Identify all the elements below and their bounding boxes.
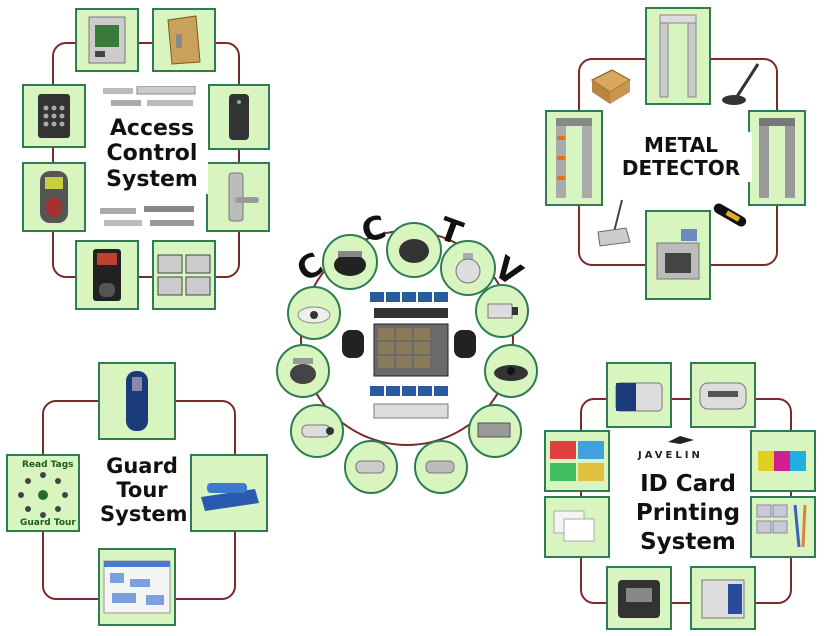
- ground-detector: [720, 60, 770, 108]
- blank-cards-tile: [544, 496, 610, 558]
- title-line: Printing: [635, 499, 741, 526]
- access-control-ring: [52, 42, 240, 278]
- guard-baton-tile: [98, 362, 176, 440]
- access-panel-tile: [75, 8, 139, 72]
- door-frame-right-tile: [748, 110, 806, 206]
- card-reader-tile: [208, 84, 270, 150]
- card-printer-2-tile: [690, 362, 756, 428]
- title-line: Control: [106, 141, 198, 167]
- maglock-products: [103, 86, 198, 110]
- access-control-title: Access Control System: [96, 114, 208, 194]
- title-line: System: [100, 502, 188, 527]
- flat-dome-camera: [484, 344, 538, 398]
- walkthrough-gate-tile: [645, 7, 711, 105]
- title-line: METAL: [644, 133, 718, 157]
- housing-camera: [468, 404, 522, 458]
- dome-camera-1: [322, 234, 378, 290]
- id-cards-tile: [544, 430, 610, 492]
- under-vehicle-detector: [592, 198, 636, 248]
- title-line: System: [106, 166, 198, 192]
- card-printer-3-tile: [606, 566, 672, 630]
- title-line: Access: [109, 116, 195, 141]
- guard-tour-label: Guard Tour: [20, 518, 76, 528]
- door-frame-left-tile: [545, 110, 603, 206]
- ptz-camera: [440, 240, 496, 296]
- guard-software-tile: [98, 548, 176, 626]
- title-line: Tour: [116, 478, 168, 503]
- lanyards-accessories-tile: [750, 496, 816, 558]
- read-tags-label: Read Tags: [22, 460, 74, 470]
- card-printer-1-tile: [606, 362, 672, 428]
- ribbons-tile: [750, 430, 816, 492]
- dome-camera-2: [386, 222, 442, 278]
- bullet-camera-3: [414, 440, 468, 494]
- title-line: Guard: [106, 454, 178, 478]
- keypad-reader-tile: [22, 84, 86, 148]
- title-line: ID Card: [640, 471, 736, 497]
- fingerprint-reader-tile: [22, 162, 86, 232]
- control-software-tile: [152, 240, 216, 310]
- guard-tour-title: Guard Tour System: [96, 452, 188, 529]
- time-attendance-tile: [75, 240, 139, 310]
- bullet-camera-2: [344, 440, 398, 494]
- docking-station-tile: [190, 454, 268, 532]
- dvr-center-panel: [340, 290, 480, 438]
- door-handle-lock-tile: [206, 162, 270, 232]
- vandal-dome-camera: [276, 344, 330, 398]
- title-line: System: [640, 528, 736, 555]
- door-lock-tile: [152, 8, 216, 72]
- parcel-detector: [588, 66, 634, 106]
- handheld-wand-detector: [710, 200, 750, 232]
- javelin-logo: [666, 432, 696, 448]
- xray-scanner-tile: [645, 210, 711, 300]
- id-card-title: ID Card Printing System: [628, 468, 748, 559]
- metal-detector-title: METAL DETECTOR: [610, 132, 752, 182]
- bullet-camera-1: [290, 404, 344, 458]
- bracket-products: [100, 204, 200, 232]
- read-tags-tile: [6, 454, 80, 532]
- title-line: DETECTOR: [621, 156, 741, 180]
- ceiling-camera: [287, 286, 341, 340]
- card-printer-4-tile: [690, 566, 756, 630]
- box-camera: [475, 284, 529, 338]
- javelin-brand: JAVELIN: [638, 450, 703, 461]
